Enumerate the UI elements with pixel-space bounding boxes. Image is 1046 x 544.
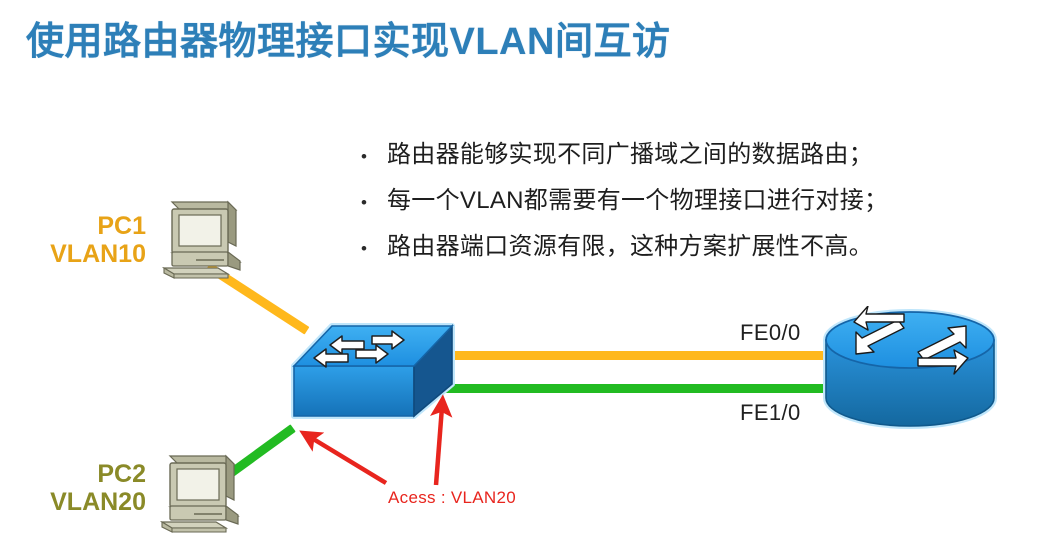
pc1-label: PC1 VLAN10 [28, 212, 146, 268]
interface-label-fe00: FE0/0 [740, 320, 801, 345]
arrow-to-switch-access-port [299, 430, 388, 485]
bullet-marker-icon: • [361, 147, 367, 166]
pc2-name: PC2 [97, 460, 146, 488]
switch-node [286, 312, 458, 428]
link-switch-router-fe1 [300, 384, 840, 393]
pc2-node [148, 452, 240, 534]
list-item: • 路由器端口资源有限，这种方案扩展性不高。 [355, 226, 955, 272]
annotation-access-vlan20: Acess : VLAN20 [388, 488, 516, 507]
pc2-vlan: VLAN20 [50, 488, 146, 516]
link-switch-router-fe0 [440, 351, 840, 360]
bullet-list: • 路由器能够实现不同广播域之间的数据路由； • 每一个VLAN都需要有一个物理… [355, 134, 955, 272]
pc1-node [150, 198, 242, 280]
list-item: • 路由器能够实现不同广播域之间的数据路由； [355, 134, 955, 180]
switch-icon [291, 323, 455, 419]
bullet-marker-icon: • [361, 239, 367, 258]
pc1-name: PC1 [97, 212, 146, 240]
pc2-label: PC2 VLAN20 [28, 460, 146, 516]
bullet-marker-icon: • [361, 193, 367, 212]
bullet-text: 路由器端口资源有限，这种方案扩展性不高。 [387, 233, 873, 260]
bullet-text: 每一个VLAN都需要有一个物理接口进行对接； [387, 187, 889, 214]
bullet-text: 路由器能够实现不同广播域之间的数据路由； [387, 141, 873, 168]
router-icon [823, 305, 997, 429]
computer-icon [159, 454, 240, 533]
list-item: • 每一个VLAN都需要有一个物理接口进行对接； [355, 180, 955, 226]
interface-label-fe10: FE1/0 [740, 400, 801, 425]
computer-icon [161, 200, 242, 279]
page-title: 使用路由器物理接口实现VLAN间互访 [26, 21, 671, 63]
pc1-vlan: VLAN10 [50, 240, 146, 268]
router-node [818, 305, 1004, 436]
